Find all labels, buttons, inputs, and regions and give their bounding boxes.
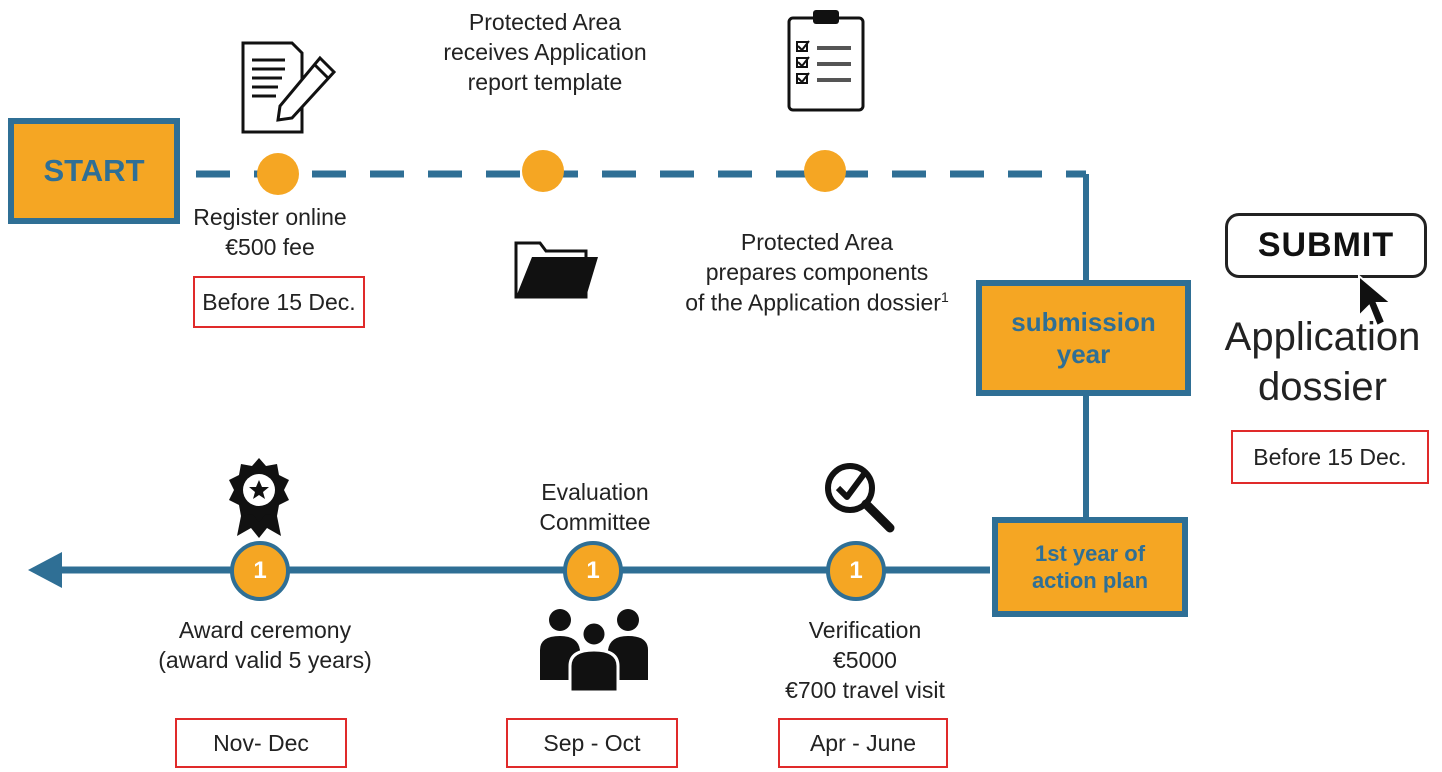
template-line-2: receives Application xyxy=(443,38,647,65)
evaluation-text: Evaluation Committee xyxy=(510,478,680,538)
register-deadline-text: Before 15 Dec. xyxy=(202,288,356,315)
submit-deadline: Before 15 Dec. xyxy=(1231,430,1429,484)
application-dossier-line-1: Application xyxy=(1224,315,1421,359)
components-line-1: Protected Area xyxy=(740,229,894,255)
step-dot-register xyxy=(257,153,299,195)
step-circle-evaluation-label: 1 xyxy=(586,557,600,584)
step-circle-verification: 1 xyxy=(826,541,886,601)
verification-text: Verification €5000 €700 travel visit xyxy=(765,616,965,706)
register-deadline: Before 15 Dec. xyxy=(193,276,365,328)
step-circle-evaluation: 1 xyxy=(563,541,623,601)
verification-line-1: Verification xyxy=(808,617,922,643)
people-group-icon xyxy=(538,604,650,697)
components-line-3: of the Application dossier1 xyxy=(672,288,962,319)
step-circle-verification-label: 1 xyxy=(849,557,863,584)
action-plan-line-2: action plan xyxy=(1031,568,1149,593)
submission-year-line-2: year xyxy=(1056,339,1111,369)
submit-button[interactable]: SUBMIT xyxy=(1225,213,1427,278)
step-circle-award: 1 xyxy=(230,541,290,601)
award-period-text: Nov- Dec xyxy=(213,729,309,756)
checklist-clipboard-icon xyxy=(785,8,867,119)
verification-line-2: €5000 xyxy=(833,646,897,673)
start-box: START xyxy=(8,118,180,224)
components-footnote: 1 xyxy=(940,288,949,305)
application-dossier-line-2: dossier xyxy=(1258,365,1387,409)
start-label: START xyxy=(43,152,145,188)
award-line-2: (award valid 5 years) xyxy=(158,646,372,673)
award-text: Award ceremony (award valid 5 years) xyxy=(140,616,390,676)
template-line-1: Protected Area xyxy=(468,9,622,35)
components-line-2: prepares components xyxy=(705,258,929,285)
award-rosette-icon xyxy=(223,456,295,543)
verification-period-text: Apr - June xyxy=(809,729,917,756)
components-line-3-text: of the Application dossier xyxy=(685,289,941,316)
document-pencil-icon xyxy=(240,40,340,140)
submit-button-label: SUBMIT xyxy=(1257,226,1395,264)
evaluation-line-1: Evaluation xyxy=(541,479,649,505)
application-dossier-text: Application dossier xyxy=(1210,312,1435,412)
cursor-arrow-icon xyxy=(1355,272,1399,337)
evaluation-period: Sep - Oct xyxy=(506,718,678,768)
evaluation-line-2: Committee xyxy=(539,508,651,535)
award-period: Nov- Dec xyxy=(175,718,347,768)
template-text: Protected Area receives Application repo… xyxy=(440,8,650,98)
template-line-3: report template xyxy=(467,68,623,95)
verification-line-3: €700 travel visit xyxy=(785,676,945,703)
action-plan-box: 1st year of action plan xyxy=(992,517,1188,617)
step-dot-components xyxy=(804,150,846,192)
submission-year-line-1: submission xyxy=(1011,306,1156,337)
action-plan-line-1: 1st year of xyxy=(1034,540,1146,566)
register-line-2: €500 fee xyxy=(225,233,315,260)
verification-period: Apr - June xyxy=(778,718,948,768)
arrow-head-icon xyxy=(28,552,62,588)
submission-year-box: submission year xyxy=(976,280,1191,396)
award-line-1: Award ceremony xyxy=(178,617,352,643)
register-text: Register online €500 fee xyxy=(170,203,370,263)
step-circle-award-label: 1 xyxy=(253,557,267,584)
register-line-1: Register online xyxy=(193,204,347,230)
submit-deadline-text: Before 15 Dec. xyxy=(1253,443,1407,470)
evaluation-period-text: Sep - Oct xyxy=(543,729,641,756)
folder-icon xyxy=(512,235,600,306)
components-text: Protected Area prepares components of th… xyxy=(672,228,962,318)
step-dot-template xyxy=(522,150,564,192)
magnifier-check-icon xyxy=(822,460,896,539)
